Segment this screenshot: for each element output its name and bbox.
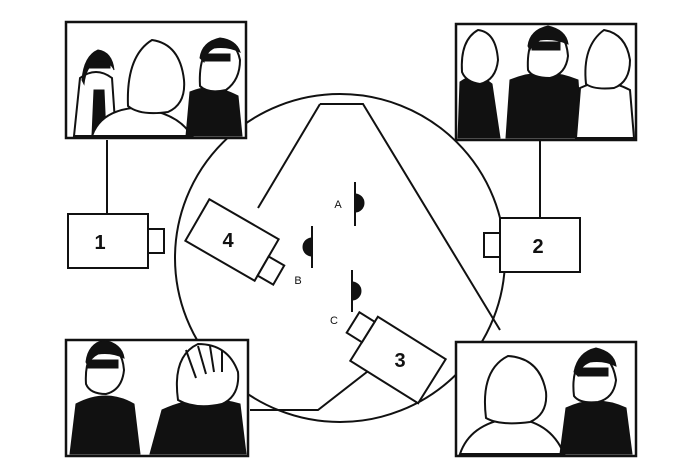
triangle-left-edge [257,103,321,209]
person-sunglasses-background [559,347,633,455]
camera-2-number: 2 [532,236,543,258]
monitor-camera-2 [454,22,638,142]
camera-3: 3 [345,310,448,405]
person-sunglasses-center [505,25,583,139]
monitor-camera-1 [64,20,248,140]
person-sunglasses-front [69,339,141,455]
person-back-right [574,28,636,139]
actor-a-label: A [334,199,342,211]
person-back-center [90,38,194,137]
triangle-line [320,103,501,331]
camera-4-number: 4 [222,230,234,252]
camera-3-number: 3 [394,350,405,372]
person-back-left [457,28,501,139]
actor-b-label: B [294,275,301,287]
person-profile-right [149,342,247,455]
camera-1: 1 [67,213,165,269]
camera-4: 4 [183,197,286,286]
camera-1-number: 1 [94,232,105,254]
actor-a: A [334,182,365,226]
monitor-camera-3 [454,340,638,458]
person-back-foreground [458,354,566,455]
actor-b: B [294,226,313,287]
monitor-camera-4 [64,338,250,458]
triangle-bottom-edge [250,367,373,411]
actor-c-label: C [330,315,338,327]
camera-2: 2 [483,217,581,273]
person-sunglasses-right [185,37,243,137]
actor-c: C [330,270,362,327]
